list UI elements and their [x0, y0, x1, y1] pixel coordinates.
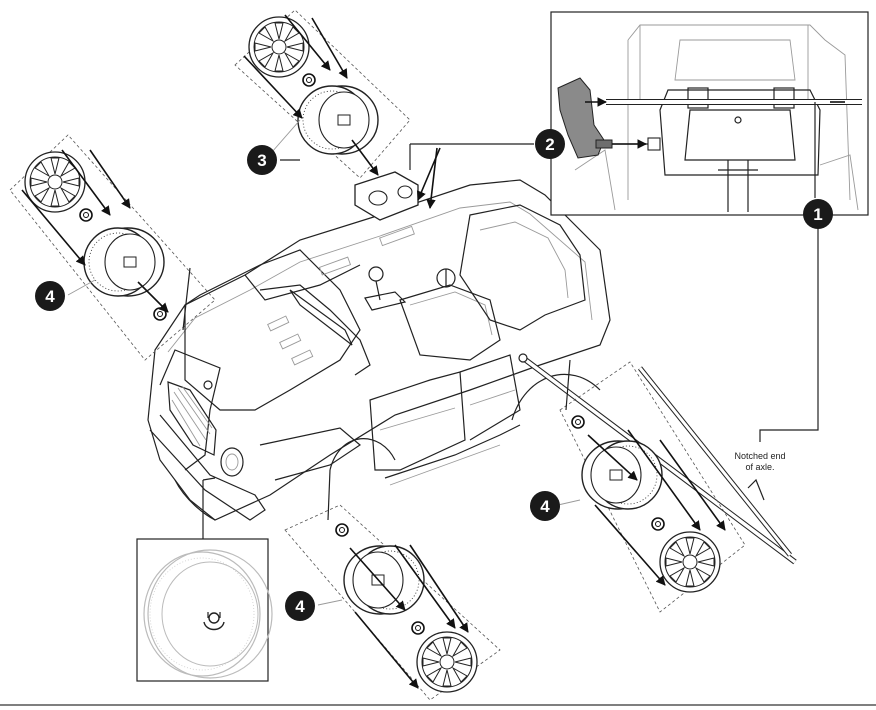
svg-text:2: 2 — [545, 135, 554, 154]
hood-vents — [267, 225, 415, 366]
washer-icon — [79, 208, 93, 222]
svg-text:1: 1 — [813, 205, 822, 224]
hubcap-icon — [416, 631, 478, 693]
svg-text:3: 3 — [257, 151, 266, 170]
hubcap-icon — [24, 151, 86, 213]
wheel-group-step4-left — [9, 134, 216, 361]
step-badge-4-bottom: 4 — [285, 591, 315, 621]
axle-note-line2: of axle. — [745, 462, 774, 472]
svg-text:4: 4 — [295, 597, 305, 616]
washer-icon — [411, 621, 425, 635]
wheel-icon — [581, 440, 663, 510]
step-badge-4-right: 4 — [530, 491, 560, 521]
gearbox-icon — [354, 171, 419, 221]
axle-note: Notched end of axle. — [734, 451, 785, 472]
step-badge-3: 3 — [247, 145, 277, 175]
vehicle-body — [147, 179, 611, 521]
wheel-group-step4-right — [557, 359, 746, 613]
wheel-icon — [297, 85, 379, 155]
step-badge-4-left: 4 — [35, 281, 65, 311]
svg-text:4: 4 — [45, 287, 55, 306]
inset-axle-detail — [550, 11, 869, 216]
cap-nut-icon — [203, 612, 225, 631]
washer-icon — [153, 307, 167, 321]
wheel-icon — [343, 545, 425, 615]
inset-wheel-detail — [136, 477, 273, 682]
washer-icon — [651, 517, 665, 531]
step-badge-1: 1 — [803, 199, 833, 229]
step-badge-2: 2 — [535, 129, 565, 159]
axle-note-line1: Notched end — [734, 451, 785, 461]
washer-icon — [302, 73, 316, 87]
wheel-group-step3 — [234, 9, 411, 179]
wheel-group-step4-bottom — [284, 469, 501, 701]
svg-text:4: 4 — [540, 497, 550, 516]
washer-icon — [571, 415, 585, 429]
washer-icon — [335, 523, 349, 537]
wheel-icon — [83, 227, 165, 297]
hubcap-icon — [248, 16, 310, 78]
hubcap-icon — [659, 531, 721, 593]
